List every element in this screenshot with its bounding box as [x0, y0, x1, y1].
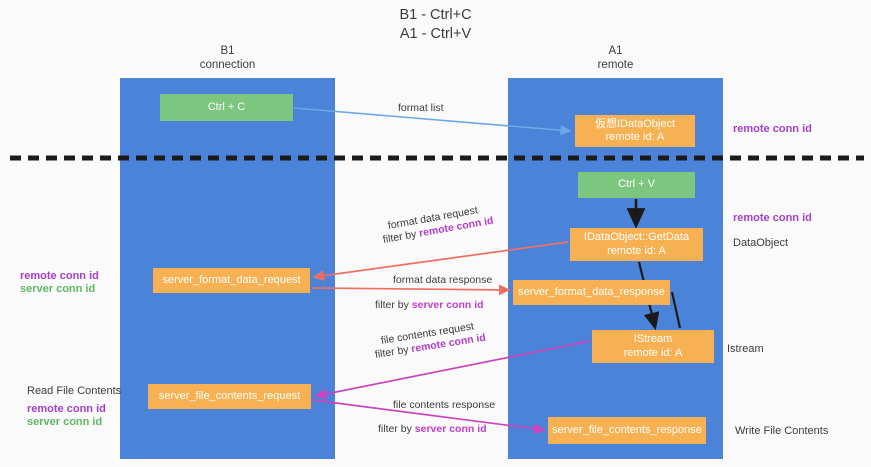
box-idataobject-getdata[interactable]: IDataObject::GetData remote id: A — [570, 228, 703, 261]
box-virtual-dataobject[interactable]: 仮想IDataObject remote id: A — [575, 115, 695, 147]
arrow-format-data-response — [311, 284, 511, 296]
box-server-file-contents-response-label: server_file_contents_response — [552, 423, 702, 436]
box-server-file-contents-response[interactable]: server_file_contents_response — [548, 417, 706, 444]
annotation-read-file-contents: Read File Contents — [27, 385, 122, 397]
lane-header-b1: B1 connection — [120, 44, 335, 72]
box-server-file-contents-request[interactable]: server_file_contents_request — [148, 384, 311, 409]
annotation-left-remote-conn-id: remote conn id — [20, 270, 99, 282]
box-ctrl-c-label: Ctrl + C — [207, 100, 246, 113]
box-getdata-title: IDataObject::GetData — [583, 231, 690, 243]
lane-header-a1: A1 remote — [508, 44, 723, 72]
title-line-1: B1 - Ctrl+C — [399, 7, 472, 23]
annotation-remote-conn-id-top: remote conn id — [733, 123, 812, 135]
lane-header-a1-name: A1 — [608, 45, 623, 57]
annotation-bottom-left-server-conn-id: server conn id — [27, 416, 103, 428]
box-server-file-contents-request-label: server_file_contents_request — [158, 389, 301, 402]
filter-prefix: filter by — [378, 423, 415, 435]
annotation-dataobject: DataObject — [733, 237, 789, 249]
annotation-write-file-contents: Write File Contents — [735, 425, 829, 437]
lane-header-b1-name: B1 — [220, 45, 235, 57]
filter-key-server-conn-id: server conn id — [411, 299, 484, 311]
box-server-format-data-request[interactable]: server_format_data_request — [153, 268, 310, 293]
label-file-contents-response: file contents response — [393, 399, 496, 411]
filter-key-server-conn-id: server conn id — [414, 423, 487, 435]
label-format-list: format list — [398, 102, 444, 114]
box-ctrl-v-label: Ctrl + V — [618, 178, 655, 191]
title-line-2: A1 - Ctrl+V — [399, 26, 472, 42]
box-ctrl-c[interactable]: Ctrl + C — [160, 94, 293, 121]
annotation-istream: Istream — [727, 343, 764, 355]
box-virtual-dataobject-title: 仮想IDataObject — [594, 117, 676, 130]
box-istream-remote-id: remote id: A — [623, 346, 683, 359]
annotation-remote-conn-id-mid: remote conn id — [733, 212, 812, 224]
box-server-format-data-response-label: server_format_data_response — [518, 285, 665, 298]
box-server-format-data-request-label: server_format_data_request — [162, 273, 301, 286]
annotation-bottom-left-remote-conn-id: remote conn id — [27, 403, 106, 415]
box-ctrl-v[interactable]: Ctrl + V — [578, 172, 695, 198]
label-format-data-response: format data response — [393, 274, 493, 286]
filter-prefix: filter by — [381, 227, 421, 246]
filter-prefix: filter by — [375, 299, 412, 311]
box-server-format-data-response[interactable]: server_format_data_response — [513, 280, 670, 305]
filter-prefix: filter by — [374, 343, 413, 361]
annotation-left-server-conn-id: server conn id — [20, 283, 96, 295]
page-title: B1 - Ctrl+C A1 - Ctrl+V — [0, 6, 871, 44]
box-getdata-remote-id: remote id: A — [607, 244, 666, 257]
label-format-data-response-filter: filter by server conn id — [375, 298, 484, 312]
label-file-contents-response-filter: filter by server conn id — [378, 422, 487, 436]
box-istream-title: IStream — [633, 333, 673, 345]
box-virtual-dataobject-remote-id: remote id: A — [605, 131, 665, 143]
lane-header-b1-role: connection — [199, 59, 256, 71]
box-istream[interactable]: IStream remote id: A — [592, 330, 714, 363]
lane-header-a1-role: remote — [597, 59, 634, 71]
